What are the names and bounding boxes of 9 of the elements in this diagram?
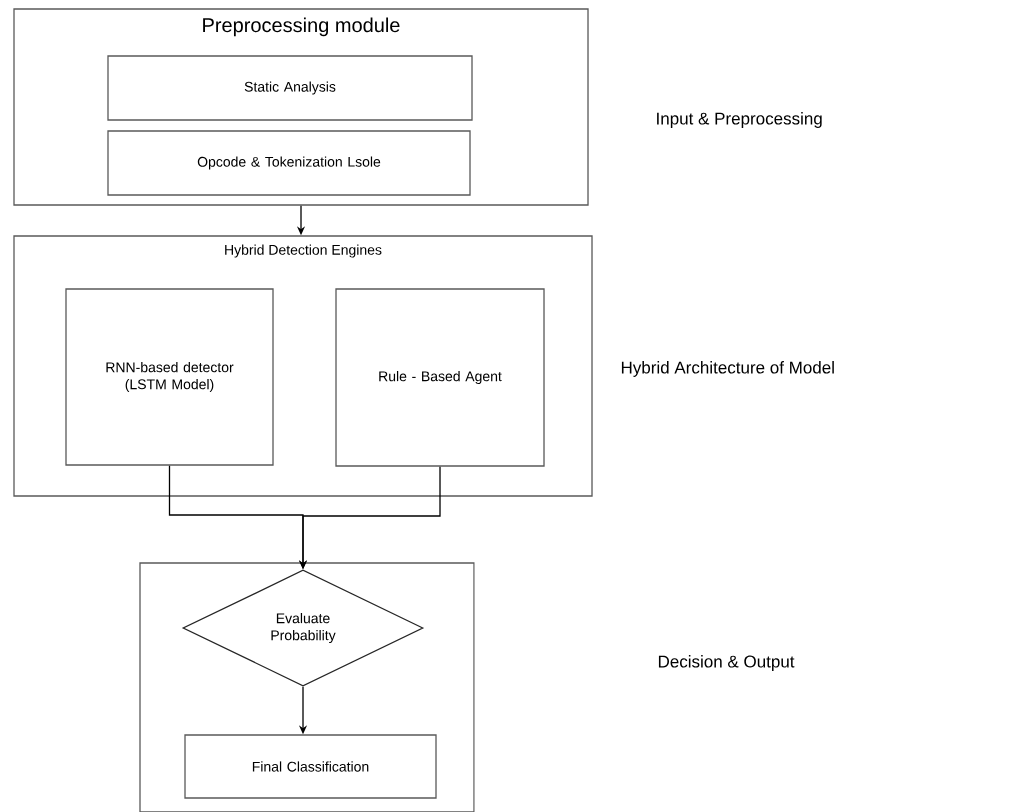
- section-label: Decision & Output: [658, 655, 795, 671]
- process-box: Opcode & Tokenization Lsole: [107, 130, 471, 196]
- process-box: Static Analysis: [107, 55, 473, 121]
- module-box: [139, 562, 475, 812]
- process-box: Final Classification: [184, 734, 437, 799]
- process-box: RNN-based detector (LSTM Model): [65, 288, 274, 466]
- section-label: Hybrid Architecture of Model: [621, 361, 834, 377]
- process-box: Rule - Based Agent: [335, 288, 545, 467]
- section-label: Input & Preprocessing: [657, 112, 822, 128]
